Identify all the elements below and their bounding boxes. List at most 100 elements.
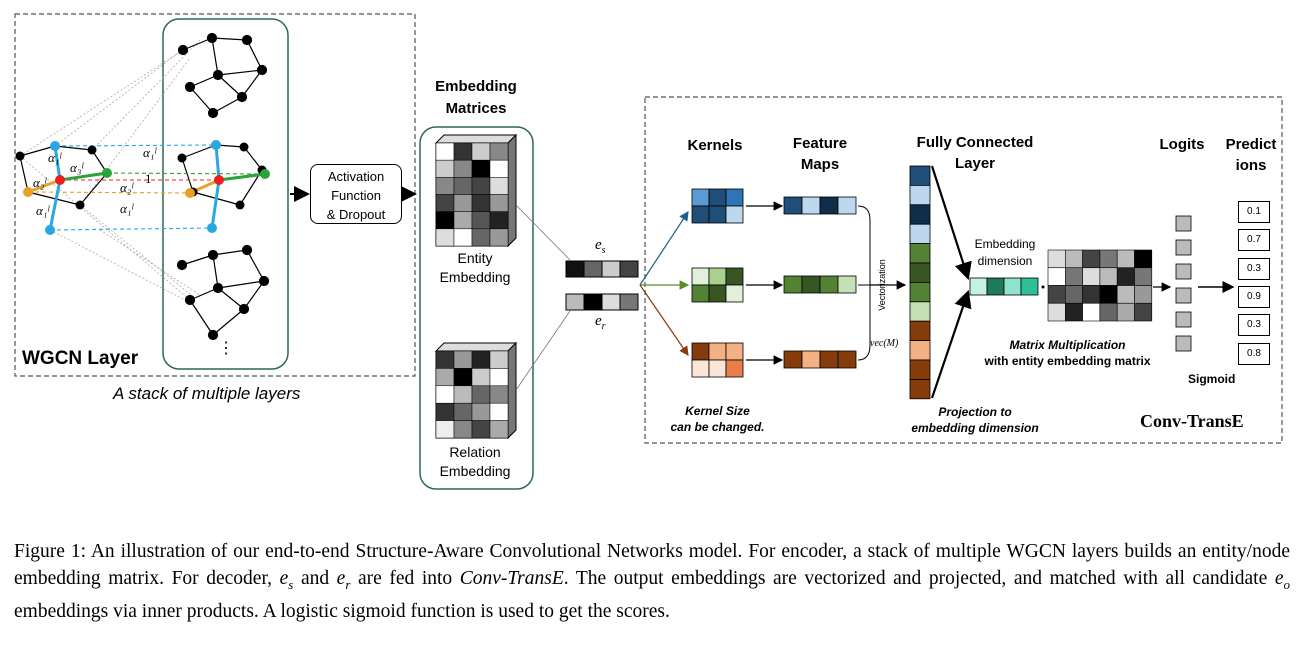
matrix-cell [453, 420, 473, 439]
matrix-cell [1065, 267, 1083, 286]
matrix-cell [435, 142, 455, 161]
line-to-er [515, 310, 571, 391]
alpha-label: 1 [145, 171, 152, 186]
matrix-cell [1099, 249, 1118, 269]
note-line: Projection to [938, 405, 1012, 419]
matrix-cell [1116, 267, 1135, 286]
matrix-cell [471, 350, 491, 369]
embedding-dim-vector [969, 277, 1039, 296]
graph-layer-3 [176, 244, 270, 341]
alpha-label: α₃ˡ [70, 160, 84, 175]
matrix-cell [489, 211, 509, 230]
label-line: Embedding [439, 269, 511, 285]
logits-vector [1175, 215, 1192, 352]
fc-cell [909, 320, 931, 342]
fc-cell [909, 359, 931, 380]
title-line: Layer [954, 155, 996, 172]
embedding-box [419, 126, 534, 490]
matrix-cell [1099, 267, 1118, 286]
ellipsis: ⋮ [218, 340, 234, 357]
wgcn-layer-label: WGCN Layer [22, 348, 139, 369]
projection-note: Projection to embedding dimension [890, 404, 1060, 436]
matrix-cell [1065, 285, 1083, 304]
activation-line: Activation [327, 169, 385, 184]
fc-cell [909, 340, 931, 361]
note-line: can be changed. [670, 420, 765, 434]
graph-layer-1 [177, 32, 268, 119]
matrix-cell [489, 402, 509, 421]
label-line: Embedding [974, 237, 1036, 251]
vecm-label: vec(M) [870, 338, 899, 349]
matrix-cell [435, 159, 455, 178]
matrix-cell [489, 385, 509, 404]
relation-embedding-matrix [434, 341, 518, 440]
logits-title: Logits [1159, 136, 1205, 153]
feature-map-orange [783, 350, 857, 369]
feature-map-blue [783, 196, 857, 215]
matrix-cell [453, 402, 473, 421]
fc-cell [909, 223, 931, 244]
matrix-cell [453, 368, 473, 387]
note-line: with entity embedding matrix [984, 354, 1151, 368]
prediction-value: 0.7 [1238, 229, 1270, 251]
sigmoid-label: Sigmoid [1188, 372, 1236, 386]
matrix-cell [453, 385, 473, 404]
er-vector [565, 293, 639, 311]
prediction-value: 0.8 [1238, 343, 1270, 365]
alpha-label: α₂ˡ [120, 180, 134, 195]
matrix-cell [1082, 285, 1101, 304]
matrix-cell [471, 159, 491, 178]
matrix-cell [1099, 285, 1118, 304]
matrix-cell [471, 385, 491, 404]
graph-layer-2 [177, 140, 270, 233]
activation-line: & Dropout [326, 207, 386, 222]
matrix-cell [435, 350, 455, 369]
matrix-cell [1082, 267, 1101, 286]
matrix-cell [489, 194, 509, 212]
label-line: Entity [457, 250, 493, 266]
matrix-cell [489, 368, 509, 387]
entity-embedding-label: Entity Embedding [420, 249, 530, 287]
fc-cell [909, 262, 931, 283]
title-line: Feature [792, 135, 848, 152]
matrix-cell [1047, 267, 1066, 286]
alpha-label: α₁ˡ [120, 201, 134, 216]
matrix-cell [471, 142, 491, 161]
matrix-cell [435, 402, 455, 421]
embedding-dimension-label: Embedding dimension [960, 236, 1050, 270]
matrix-cell [1116, 285, 1135, 304]
line-to-es [515, 204, 571, 261]
matrix-cell [453, 228, 473, 247]
fc-cell [909, 281, 931, 303]
matrix-cell [453, 177, 473, 195]
fc-cell [909, 204, 931, 225]
alpha-label: α₂ˡ [33, 175, 47, 190]
matrix-cell [435, 228, 455, 247]
matrix-cell [489, 142, 509, 161]
activation-dropout-box: Activation Function & Dropout [310, 164, 402, 224]
matrix-cell [435, 368, 455, 387]
candidate-matrix [1047, 249, 1153, 322]
matrix-cell [471, 177, 491, 195]
er-label: er [595, 313, 606, 332]
matrix-cell [489, 177, 509, 195]
kernel-size-note: Kernel Size can be changed. [660, 403, 775, 435]
input-graph [15, 141, 266, 235]
figure-diagram: Vectorization [14, 13, 1283, 490]
title-line: Matrices [445, 100, 507, 117]
title-line: Embedding [435, 78, 517, 95]
projection-lines [19, 39, 201, 301]
label-line: Embedding [439, 463, 511, 479]
matrix-cell [453, 211, 473, 230]
matrix-cell [471, 228, 491, 247]
kernel-orange [691, 342, 744, 378]
matrix-cell [471, 420, 491, 439]
note-line: embedding dimension [911, 421, 1039, 435]
matrix-cell [1082, 249, 1101, 269]
matrix-cell [1134, 267, 1153, 286]
title-line: Predict [1225, 136, 1277, 153]
es-label: es [595, 237, 606, 256]
layer-stack-box [162, 18, 289, 370]
matrix-cell [453, 194, 473, 212]
matrix-cell [1082, 302, 1101, 322]
